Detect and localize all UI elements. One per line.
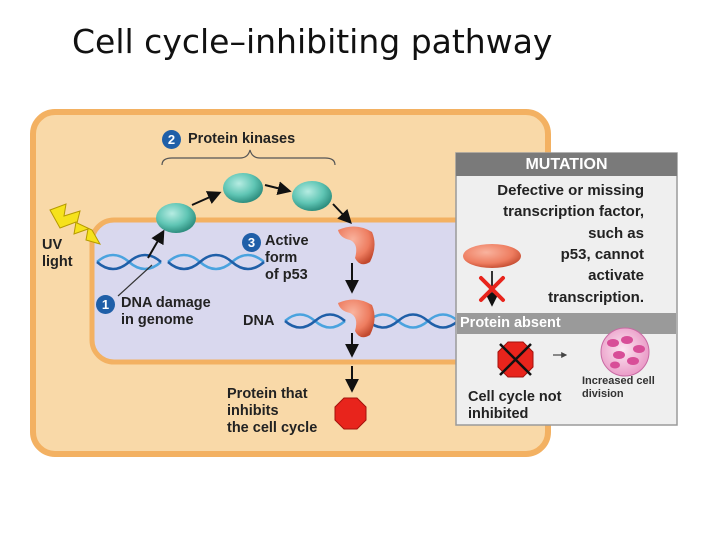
dna-damage-label-line1: DNA damage [121, 295, 211, 311]
step-2-badge: 2 [162, 130, 181, 149]
kinase-bracket [161, 149, 336, 166]
increased-division-line1: Increased cell [582, 375, 655, 387]
mutation-text-line: p53, cannot [560, 246, 644, 263]
step-3-badge: 3 [242, 233, 261, 252]
dna-damage-label-line2: in genome [121, 312, 194, 328]
protein-kinases-label: Protein kinases [188, 131, 296, 147]
arrow-kinase-to-p53 [332, 203, 352, 225]
stop-sign-icon [334, 397, 367, 430]
p53-active-molecule [338, 226, 375, 265]
arrow-dna-to-kinase [147, 229, 165, 259]
dna-label: DNA [243, 313, 275, 329]
arrow-kinase-to-kinase [264, 181, 292, 196]
cycle-not-inhibited-line2: inhibited [468, 406, 529, 422]
damage-pointer-line [117, 264, 153, 297]
p53-panel-molecule [463, 244, 521, 268]
uv-label-line1: UV [42, 237, 63, 253]
protein-label-line1: Protein that [227, 386, 308, 402]
active-p53-label-line3: of p53 [265, 267, 308, 283]
protein-label-line2: inhibits [227, 403, 279, 419]
kinase-molecule [156, 203, 196, 233]
mutation-text-line: transcription factor, [503, 203, 644, 220]
arrow-kinase-to-kinase [191, 191, 222, 206]
p53-bound-molecule [338, 299, 375, 338]
active-p53-label-line1: Active [265, 233, 309, 249]
mutation-text-line: transcription. [548, 289, 644, 306]
cycle-not-inhibited-line1: Cell cycle not [468, 389, 562, 405]
mutation-panel-title: MUTATION [456, 153, 677, 176]
increased-division-line2: division [582, 388, 624, 400]
uv-label-line2: light [42, 254, 73, 270]
protein-label-line3: the cell cycle [227, 420, 318, 436]
mutation-text-line: Defective or missing [497, 182, 644, 199]
x-mark-icon [479, 276, 505, 302]
dna-helix-right [284, 313, 459, 329]
dna-helix-left [96, 253, 265, 271]
uv-lightning-icon [49, 203, 102, 245]
mutation-text-line: activate [588, 267, 644, 284]
active-p53-label-line2: form [265, 250, 298, 266]
kinase-molecule [223, 173, 263, 203]
mutation-text-line: such as [588, 225, 644, 242]
slide-title: Cell cycle–inhibiting pathway [72, 22, 553, 61]
protein-absent-label: Protein absent [460, 315, 561, 331]
cell-contents-icon [607, 336, 645, 369]
x-mark-icon [499, 343, 532, 376]
step-1-badge: 1 [96, 295, 115, 314]
kinase-molecule [292, 181, 332, 211]
